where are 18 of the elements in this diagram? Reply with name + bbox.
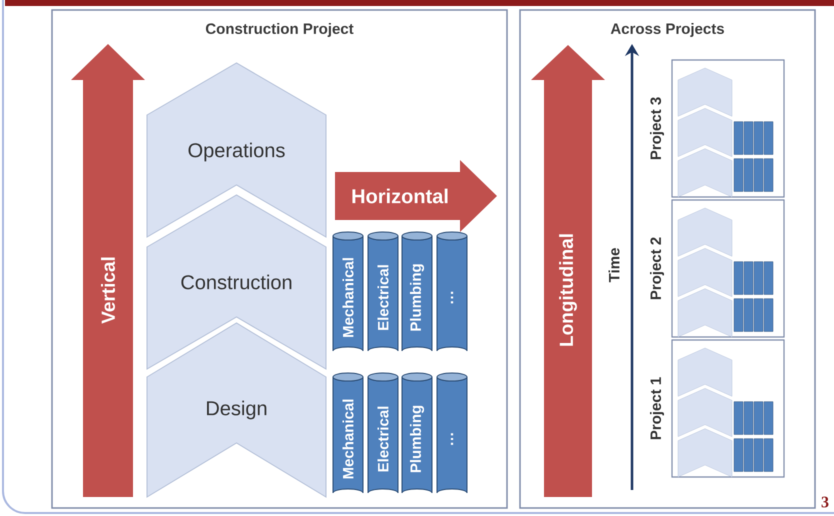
node-label: Project 1 <box>650 377 664 440</box>
cylinder: Plumbing <box>402 372 432 494</box>
phase-box: Operations <box>146 62 326 238</box>
cylinder: Electrical <box>368 372 398 494</box>
page-number: 3 <box>822 496 828 508</box>
project-box: Project 1 <box>650 339 785 478</box>
cylinder: Plumbing <box>402 232 432 352</box>
cylinder: Mechanical <box>332 232 364 352</box>
phase-box: Design <box>146 322 326 498</box>
cylinder: Electrical <box>368 232 398 352</box>
phase-box: Construction <box>146 194 326 370</box>
project-box: Project 3 <box>650 59 785 198</box>
node-label: Project 3 <box>650 97 664 160</box>
cylinder: … <box>436 232 468 352</box>
project-box: Project 2 <box>650 199 785 338</box>
cylinder: Mechanical <box>332 372 364 494</box>
cylinder: … <box>436 372 468 494</box>
node-label: Project 2 <box>650 237 664 300</box>
